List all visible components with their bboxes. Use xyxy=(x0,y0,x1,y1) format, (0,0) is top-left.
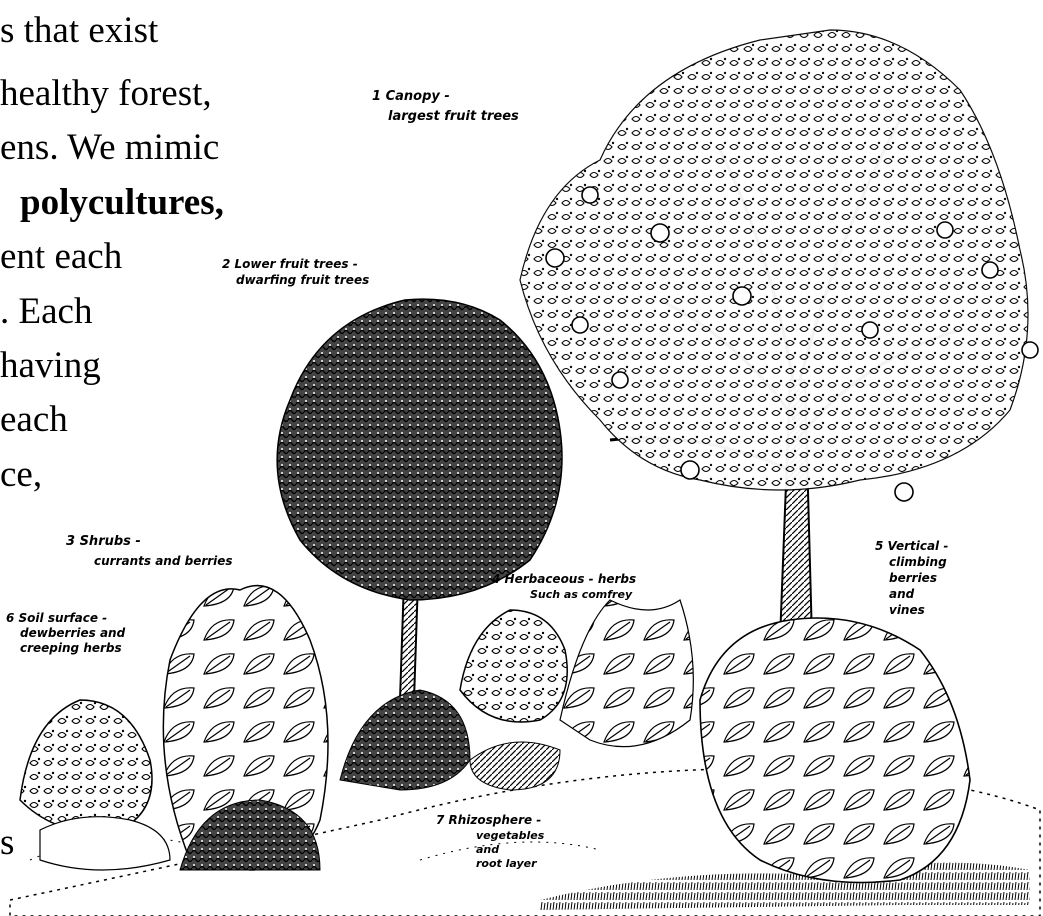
label-vertical-desc-3: and xyxy=(889,587,915,601)
canopy-tree xyxy=(520,30,1038,640)
label-rhizosphere-desc-1: vegetables xyxy=(476,829,545,842)
label-shrubs: 3 Shrubs - xyxy=(66,534,141,549)
label-soil-surface-desc-1: dewberries and xyxy=(20,626,126,640)
label-shrubs-desc: currants and berries xyxy=(94,554,233,568)
label-herbaceous-desc: Such as comfrey xyxy=(530,588,633,601)
label-vertical: 5 Vertical - xyxy=(875,539,948,553)
soil-surface-plants xyxy=(20,700,170,870)
label-lower-fruit-desc: dwarfing fruit trees xyxy=(236,273,369,287)
label-soil-surface-desc-2: creeping herbs xyxy=(20,641,122,655)
label-vertical-desc-4: vines xyxy=(889,603,925,617)
label-vertical-desc-2: berries xyxy=(889,571,937,585)
label-rhizosphere-desc-3: root layer xyxy=(476,857,537,870)
label-herbaceous: 4 Herbaceous - herbs xyxy=(491,572,636,586)
label-rhizosphere: 7 Rhizosphere - xyxy=(436,813,541,827)
label-canopy: 1 Canopy - xyxy=(372,89,450,104)
vertical-climbers xyxy=(700,618,970,883)
label-rhizosphere-desc-2: and xyxy=(476,843,499,856)
herbaceous-layer xyxy=(460,600,693,790)
label-canopy-desc: largest fruit trees xyxy=(388,109,519,124)
label-soil-surface: 6 Soil surface - xyxy=(6,611,107,625)
label-vertical-desc-1: climbing xyxy=(889,555,947,569)
label-lower-fruit: 2 Lower fruit trees - xyxy=(222,257,358,271)
